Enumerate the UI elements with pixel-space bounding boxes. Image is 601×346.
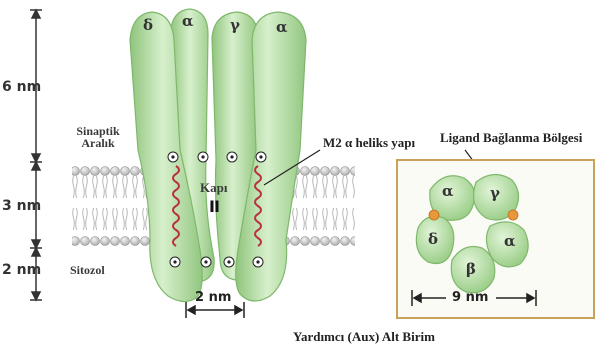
top-view-diameter-label: 9 nm <box>452 291 488 304</box>
subunit-label-delta: δ <box>143 18 153 33</box>
pore-width-label: 2 nm <box>195 291 231 304</box>
synaptic-label-line2: Aralık <box>81 136 114 150</box>
subunit-label-alpha-left: α <box>182 14 194 29</box>
ligand-site-callout: Ligand Bağlanma Bölgesi <box>440 131 582 144</box>
scale-label-6nm: 6 nm <box>2 80 41 94</box>
top-label-alpha-1: α <box>442 184 454 199</box>
gate-symbol: II <box>209 199 219 215</box>
top-label-gamma: γ <box>490 186 500 201</box>
scale-label-2nm: 2 nm <box>2 263 41 277</box>
synaptic-cleft-label: Sinaptik Aralık <box>68 125 128 149</box>
scale-bar <box>30 10 42 300</box>
scale-label-3nm: 3 nm <box>2 199 41 213</box>
top-label-delta: δ <box>428 232 438 247</box>
top-label-alpha-2: α <box>504 234 516 249</box>
channel-side-view <box>130 9 306 302</box>
top-label-beta: β <box>466 262 476 277</box>
gate-label: Kapı <box>200 181 227 194</box>
aux-subunit-callout: Yardımcı (Aux) Alt Birim <box>293 330 435 343</box>
m2-helix-callout: M2 α heliks yapı <box>323 136 415 149</box>
cytosol-label: Sitozol <box>70 264 105 276</box>
subunit-label-gamma: γ <box>230 18 240 33</box>
subunit-label-alpha-right: α <box>276 20 288 35</box>
